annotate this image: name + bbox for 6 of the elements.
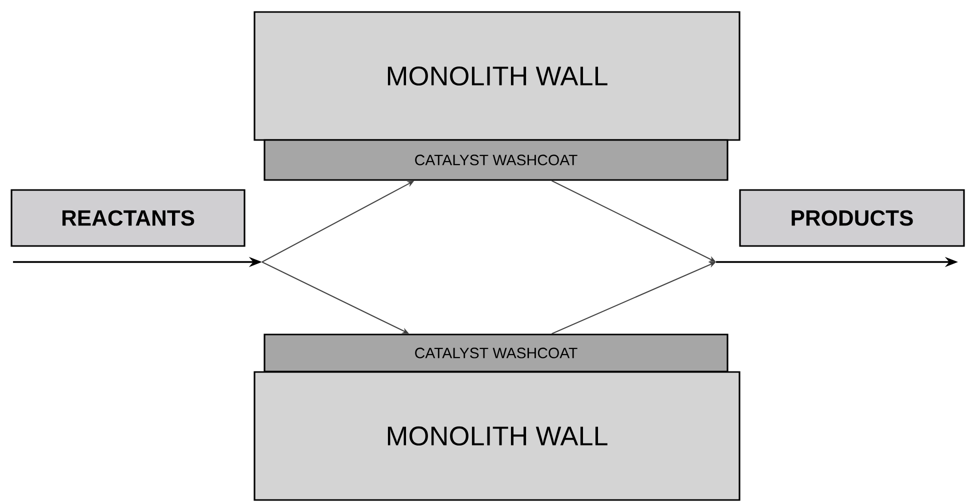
label-box: REACTANTS (10, 189, 246, 247)
washcoat-layer: CATALYST WASHCOAT (264, 334, 728, 372)
label-box: PRODUCTS (739, 189, 965, 247)
washcoat-layer: CATALYST WASHCOAT (264, 139, 728, 181)
wall-block: MONOLITH WALL (254, 11, 740, 141)
wall-block: MONOLITH WALL (254, 371, 740, 501)
